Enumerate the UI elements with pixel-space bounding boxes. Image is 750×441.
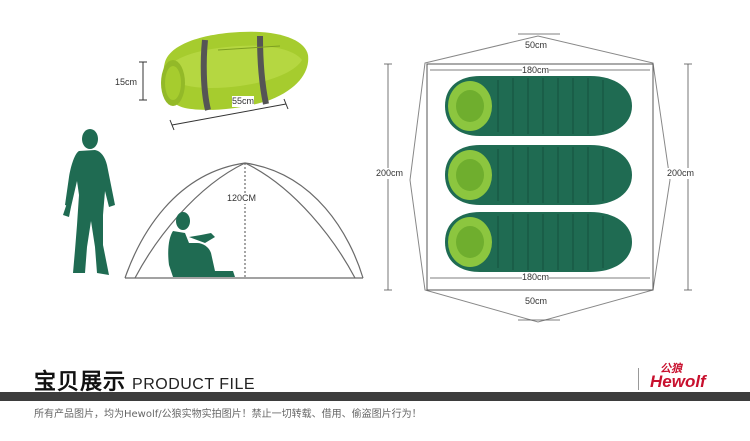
brand-logo: 公狼 Hewolf <box>650 360 730 392</box>
bag-length-label: 55cm <box>232 96 255 107</box>
tent-bag <box>161 31 309 111</box>
right-depth-label: 200cm <box>667 168 695 179</box>
tent-height-label: 120CM <box>227 193 257 204</box>
inner-top-width-label: 180cm <box>522 65 550 76</box>
copyright-note: 所有产品图片，均为Hewolf/公狼实物实拍图片！禁止一切转载、借用、偷盗图片行… <box>34 409 422 420</box>
standing-person-silhouette <box>63 129 115 275</box>
brand-name-en: Hewolf <box>650 372 706 391</box>
section-title-zh: 宝贝展示 <box>34 370 127 395</box>
brand-divider <box>638 368 639 390</box>
sleeping-bag-1 <box>445 76 632 136</box>
outer-top-width-label: 50cm <box>525 40 548 51</box>
footer-divider-bar <box>0 392 750 401</box>
sitting-person-silhouette <box>168 212 235 277</box>
sleeping-bag-3 <box>445 212 632 272</box>
inner-bottom-width-label: 180cm <box>522 272 550 283</box>
side-view-illustration <box>63 129 364 279</box>
section-title-en: PRODUCT FILE <box>132 376 256 393</box>
section-title: 宝贝展示 PRODUCT FILE <box>34 364 255 396</box>
brand-name-zh: 公狼 <box>660 362 682 375</box>
tent-dome <box>124 162 364 279</box>
tent-outline <box>409 35 671 323</box>
left-depth-label: 200cm <box>376 168 404 179</box>
sleeping-bag-2 <box>445 145 632 205</box>
bag-height-label: 15cm <box>115 77 138 88</box>
outer-bottom-width-label: 50cm <box>525 296 548 307</box>
tent-bag-illustration <box>139 31 309 131</box>
